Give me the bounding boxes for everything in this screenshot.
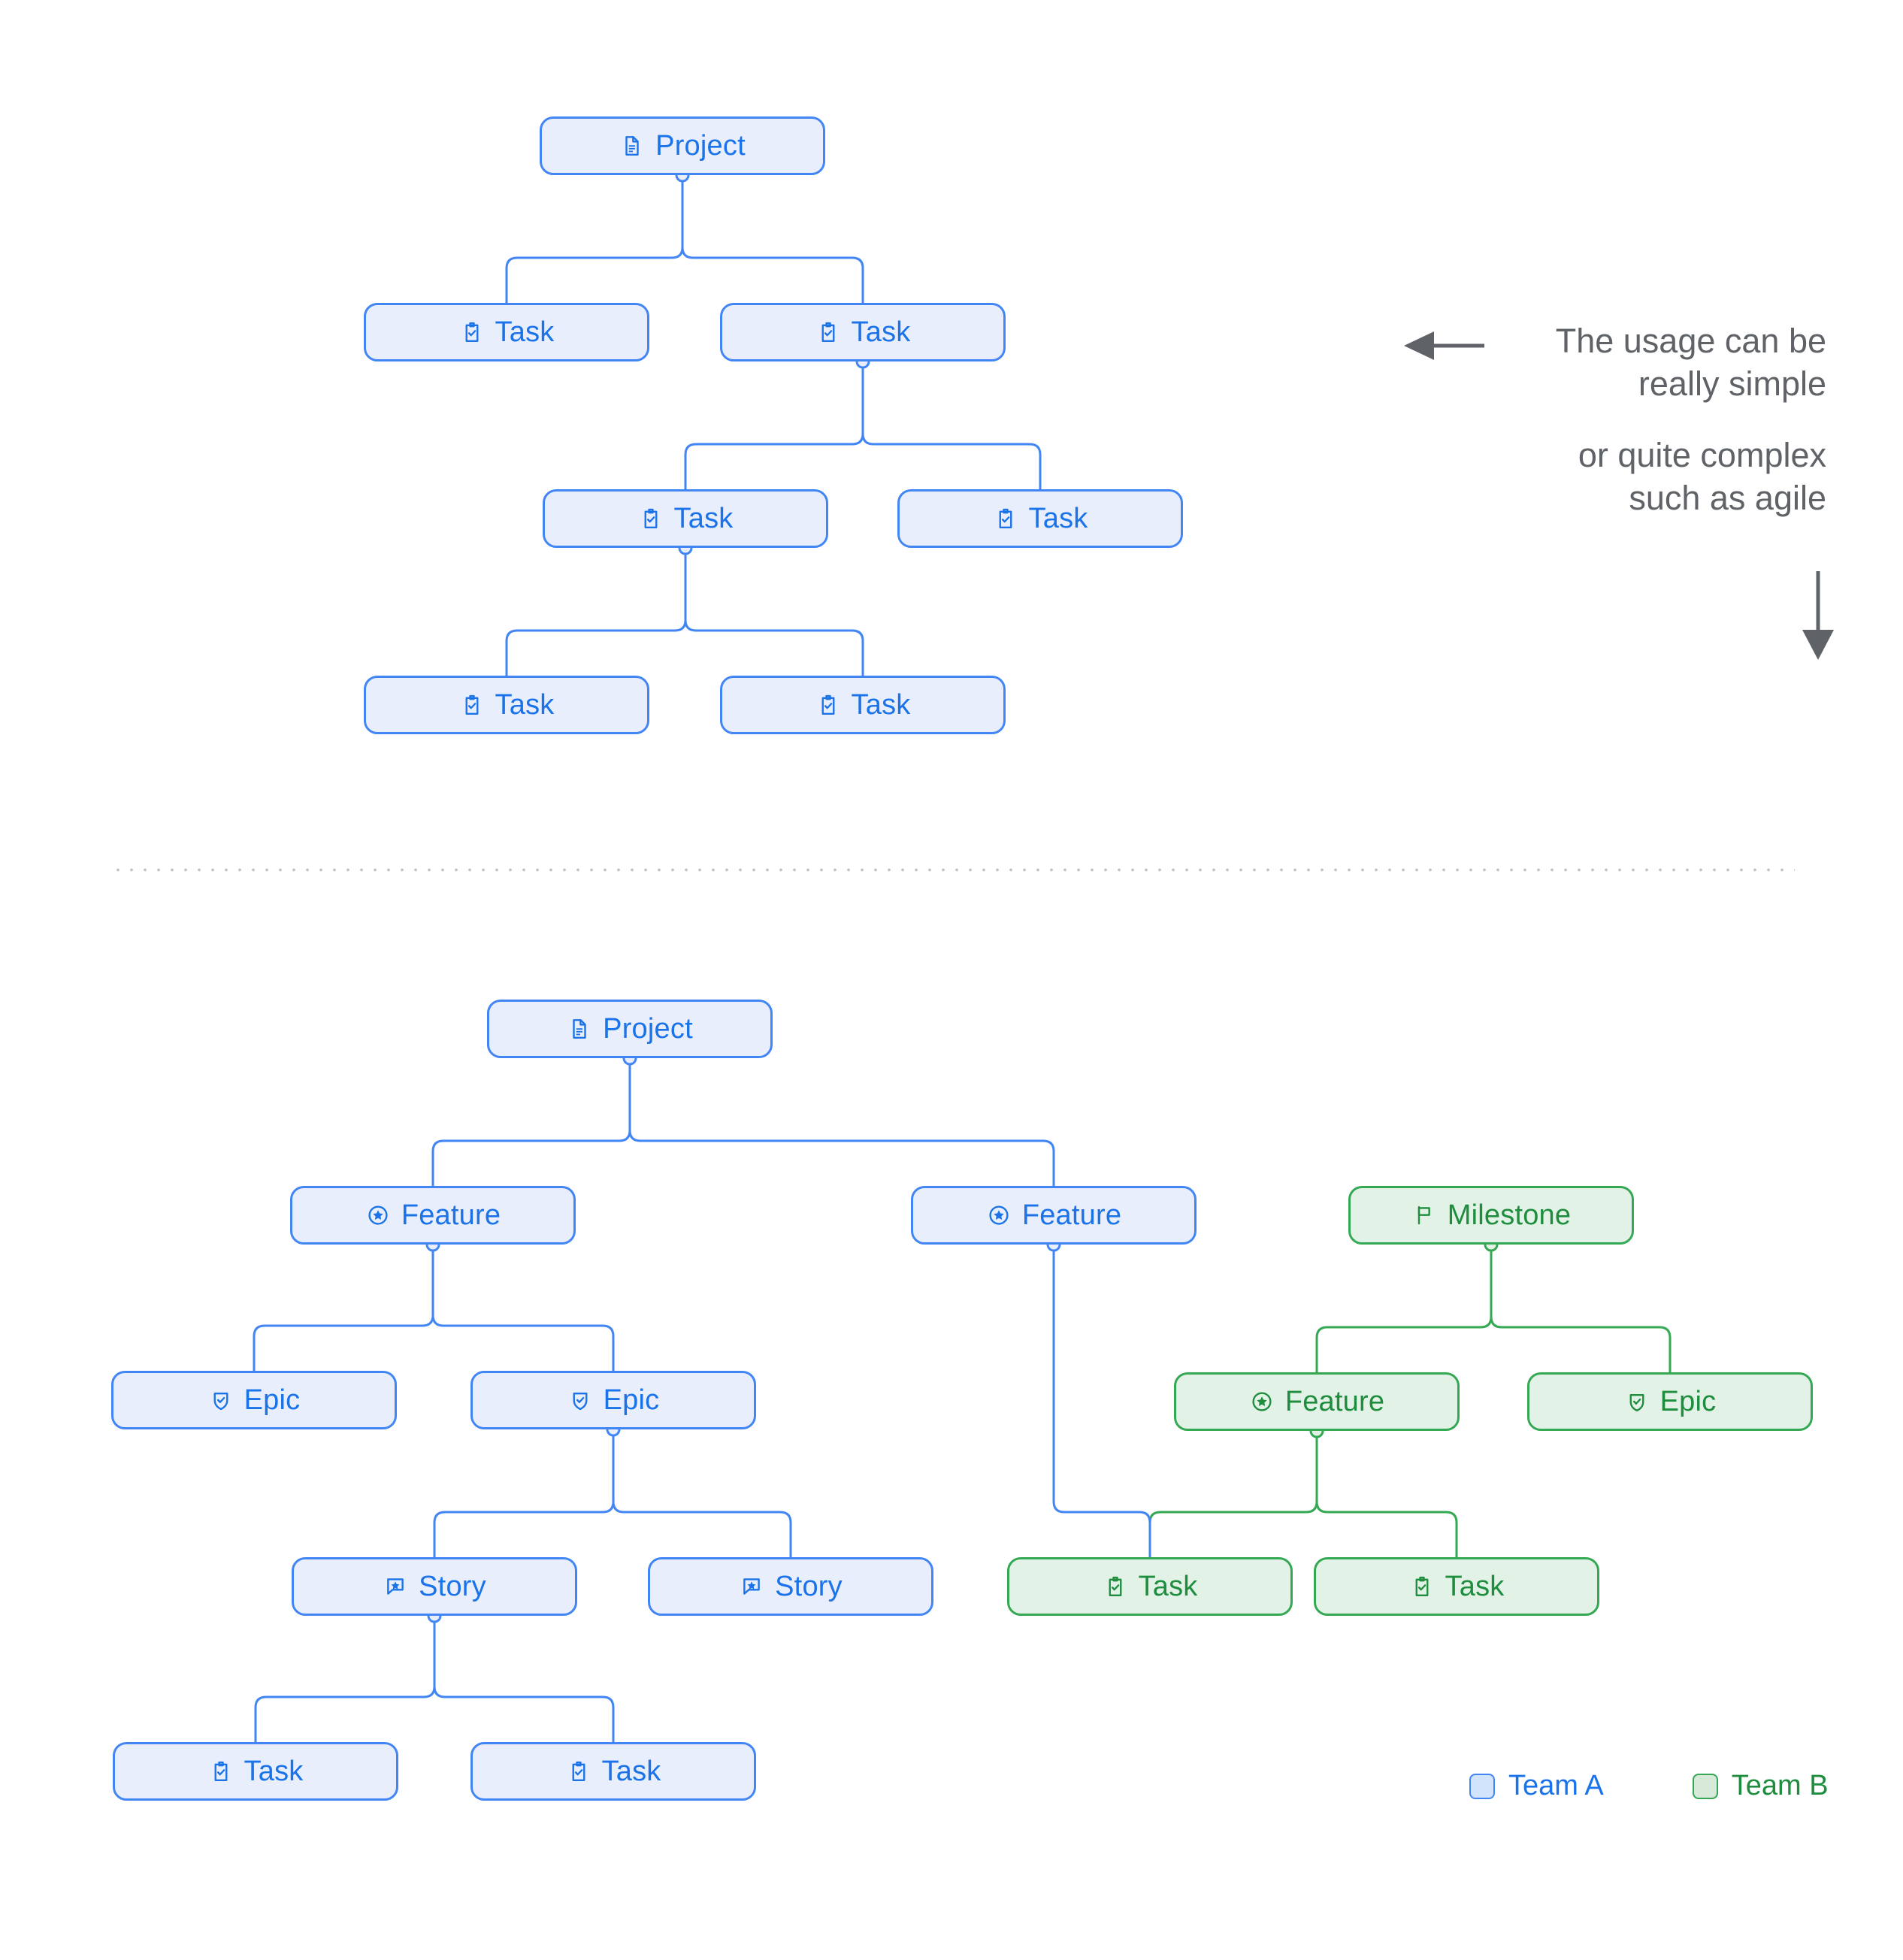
annotation-paragraph-2: or quite complex such as agile [1481, 434, 1826, 519]
task-icon [1103, 1574, 1128, 1599]
node-feature[interactable]: Feature [1174, 1372, 1460, 1431]
node-task[interactable]: Task [720, 676, 1006, 734]
annotation-line-3: or quite complex [1578, 436, 1826, 475]
node-label: Task [673, 502, 734, 534]
document-icon [567, 1016, 592, 1042]
annotation-text: The usage can be really simple or quite … [1481, 319, 1826, 520]
node-story[interactable]: Story [648, 1557, 933, 1616]
connector [1052, 1243, 1151, 1559]
annotation-line-1: The usage can be [1555, 322, 1826, 360]
node-label: Task [495, 316, 555, 348]
node-label: Project [655, 129, 746, 162]
task-icon [815, 319, 841, 345]
connector [433, 1614, 615, 1744]
node-task[interactable]: Task [1007, 1557, 1293, 1616]
node-task[interactable]: Task [364, 676, 649, 734]
node-label: Task [495, 688, 555, 721]
node-label: Task [601, 1755, 661, 1787]
node-epic[interactable]: Epic [111, 1371, 397, 1429]
node-milestone[interactable]: Milestone [1348, 1186, 1634, 1245]
node-project[interactable]: Project [540, 116, 825, 175]
task-icon [208, 1759, 234, 1784]
legend: Team A Team B [1469, 1770, 1829, 1802]
node-label: Task [851, 316, 911, 348]
node-label: Feature [401, 1199, 501, 1231]
node-epic[interactable]: Epic [470, 1371, 756, 1429]
document-icon [619, 133, 645, 159]
node-label: Story [775, 1570, 843, 1602]
node-task[interactable]: Task [470, 1742, 756, 1801]
legend-swatch-team-a [1469, 1773, 1495, 1799]
feature-icon [1249, 1389, 1275, 1414]
connector [612, 1428, 792, 1559]
node-project[interactable]: Project [487, 1000, 773, 1058]
feature-icon [986, 1202, 1012, 1228]
feature-icon [365, 1202, 391, 1228]
epic-icon [208, 1387, 234, 1413]
node-label: Task [851, 688, 911, 721]
node-feature[interactable]: Feature [290, 1186, 576, 1245]
connector [431, 1243, 615, 1372]
task-icon [815, 692, 841, 718]
node-label: Epic [603, 1384, 660, 1416]
node-label: Task [1445, 1570, 1505, 1602]
node-story[interactable]: Story [292, 1557, 577, 1616]
node-label: Task [244, 1755, 304, 1787]
story-icon [739, 1574, 764, 1599]
node-label: Epic [1659, 1385, 1717, 1417]
connector [628, 1057, 1055, 1187]
section-divider [111, 868, 1795, 872]
node-label: Milestone [1447, 1199, 1572, 1231]
node-label: Task [1028, 502, 1088, 534]
connector [1490, 1243, 1672, 1374]
milestone-icon [1411, 1202, 1437, 1228]
node-task[interactable]: Task [720, 303, 1006, 361]
node-label: Project [603, 1012, 693, 1045]
task-icon [638, 506, 664, 531]
story-icon [383, 1574, 408, 1599]
annotation-paragraph-1: The usage can be really simple [1481, 319, 1826, 405]
task-icon [459, 319, 485, 345]
annotation-line-4: such as agile [1629, 479, 1826, 518]
node-label: Story [419, 1570, 486, 1602]
node-label: Feature [1284, 1385, 1385, 1417]
node-label: Task [1138, 1570, 1198, 1602]
legend-label-team-a: Team A [1508, 1770, 1604, 1801]
node-task[interactable]: Task [1314, 1557, 1599, 1616]
legend-swatch-team-b [1692, 1773, 1718, 1799]
connector [681, 174, 864, 304]
node-epic[interactable]: Epic [1527, 1372, 1813, 1431]
arrow-down-icon [1802, 571, 1834, 660]
node-task[interactable]: Task [543, 489, 828, 548]
task-icon [993, 506, 1018, 531]
task-icon [566, 1759, 591, 1784]
epic-icon [567, 1387, 593, 1413]
annotation-line-2: really simple [1638, 364, 1826, 404]
node-label: Feature [1021, 1199, 1122, 1231]
node-label: Epic [244, 1384, 301, 1416]
node-task[interactable]: Task [364, 303, 649, 361]
node-task[interactable]: Task [113, 1742, 398, 1801]
task-icon [1409, 1574, 1435, 1599]
connector [861, 360, 1042, 491]
legend-label-team-b: Team B [1731, 1770, 1829, 1801]
task-icon [459, 692, 485, 718]
arrow-left-icon [1404, 331, 1484, 360]
connector [1315, 1429, 1458, 1559]
node-task[interactable]: Task [897, 489, 1183, 548]
connector [684, 546, 864, 677]
node-feature[interactable]: Feature [911, 1186, 1197, 1245]
epic-icon [1624, 1389, 1650, 1414]
